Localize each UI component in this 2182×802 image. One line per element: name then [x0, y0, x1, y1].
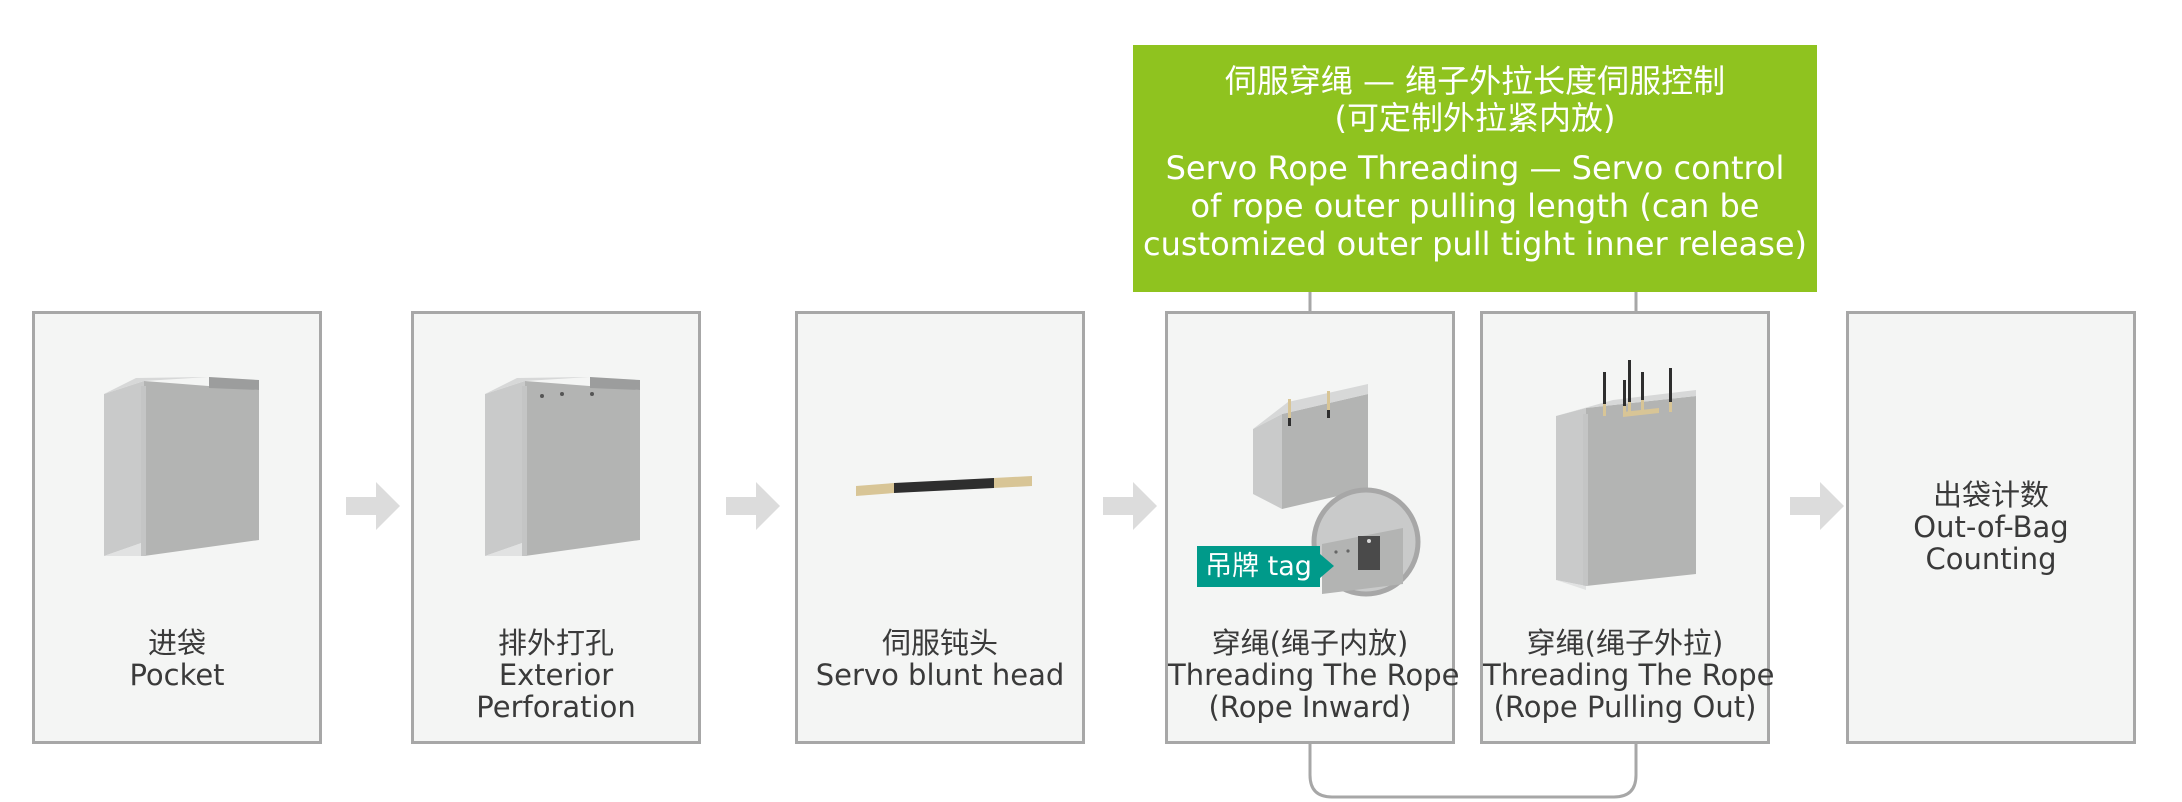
step-label-en: Threading The Rope [1483, 658, 1775, 692]
tag-detail-magnifier [1311, 487, 1421, 597]
step-box-exterior-perforation: 排外打孔 Exterior Perforation [411, 311, 701, 744]
servo-rope-threading-banner: 伺服穿绳 — 绳子外拉长度伺服控制 (可定制外拉紧内放) Servo Rope … [1133, 45, 1817, 292]
step-box-pocket: 进袋 Pocket [32, 311, 322, 744]
step-label-en: Threading The Rope [1168, 658, 1460, 692]
step-box-rope-pulling-out: 穿绳(绳子外拉) Threading The Rope (Rope Pullin… [1480, 311, 1775, 744]
step-box-servo-blunt-head: 伺服钝头 Servo blunt head [795, 311, 1085, 744]
step-label-en: Out-of-Bag [1913, 510, 2069, 544]
step-label-zh: 穿绳(绳子内放) [1211, 626, 1409, 660]
hang-tag-badge-pointer [1320, 554, 1334, 578]
step-label-en: Servo blunt head [815, 658, 1065, 692]
step-label-zh: 出袋计数 [1932, 478, 2049, 512]
bag-rope-inward-icon [1253, 384, 1368, 509]
arrow-right-icon [1790, 482, 1844, 530]
arrow-right-icon [726, 482, 780, 530]
step-label-en-2: Perforation [476, 690, 636, 724]
step-label-en: Exterior [498, 658, 614, 692]
banner-en-line-2: of rope outer pulling length (can be [1190, 187, 1760, 225]
banner-zh-line-1: 伺服穿绳 — 绳子外拉长度伺服控制 [1224, 62, 1726, 100]
arrow-right-icon [346, 482, 400, 530]
paper-bag-icon [104, 377, 259, 556]
step-label-en-2: (Rope Inward) [1208, 690, 1412, 724]
step-label-out-of-bag-counting: 出袋计数 Out-of-Bag Counting [1849, 479, 2133, 575]
step-label-rope-pulling-out: 穿绳(绳子外拉) Threading The Rope (Rope Pullin… [1483, 626, 1775, 724]
step-label-zh: 穿绳(绳子外拉) [1526, 626, 1724, 660]
step-label-zh: 伺服钝头 [881, 626, 998, 660]
arrow-right-icon [1103, 482, 1157, 530]
banner-en-line-3: customized outer pull tight inner releas… [1142, 225, 1808, 263]
step-label-en: Pocket [129, 658, 225, 692]
perforated-bag-icon [485, 377, 640, 556]
rope-icon [856, 476, 1032, 496]
step-box-out-of-bag-counting: 出袋计数 Out-of-Bag Counting [1846, 311, 2136, 744]
step-label-servo-blunt-head: 伺服钝头 Servo blunt head [798, 627, 1082, 691]
banner-en-line-1: Servo Rope Threading — Servo control [1165, 149, 1785, 187]
step-label-zh: 进袋 [147, 626, 206, 660]
step-label-zh: 排外打孔 [497, 626, 614, 660]
step-label-pocket: 进袋 Pocket [35, 627, 319, 691]
bag-rope-pulling-out-icon [1556, 360, 1696, 590]
step-box-rope-inward: 穿绳(绳子内放) Threading The Rope (Rope Inward… [1165, 311, 1460, 744]
step-label-en-2: Counting [1925, 542, 2057, 576]
step-label-exterior-perforation: 排外打孔 Exterior Perforation [414, 627, 698, 723]
hang-tag-badge: 吊牌 tag [1197, 546, 1320, 587]
step-label-en-2: (Rope Pulling Out) [1493, 690, 1757, 724]
step-label-rope-inward: 穿绳(绳子内放) Threading The Rope (Rope Inward… [1168, 626, 1460, 724]
banner-zh-line-2: (可定制外拉紧内放) [1334, 99, 1616, 137]
